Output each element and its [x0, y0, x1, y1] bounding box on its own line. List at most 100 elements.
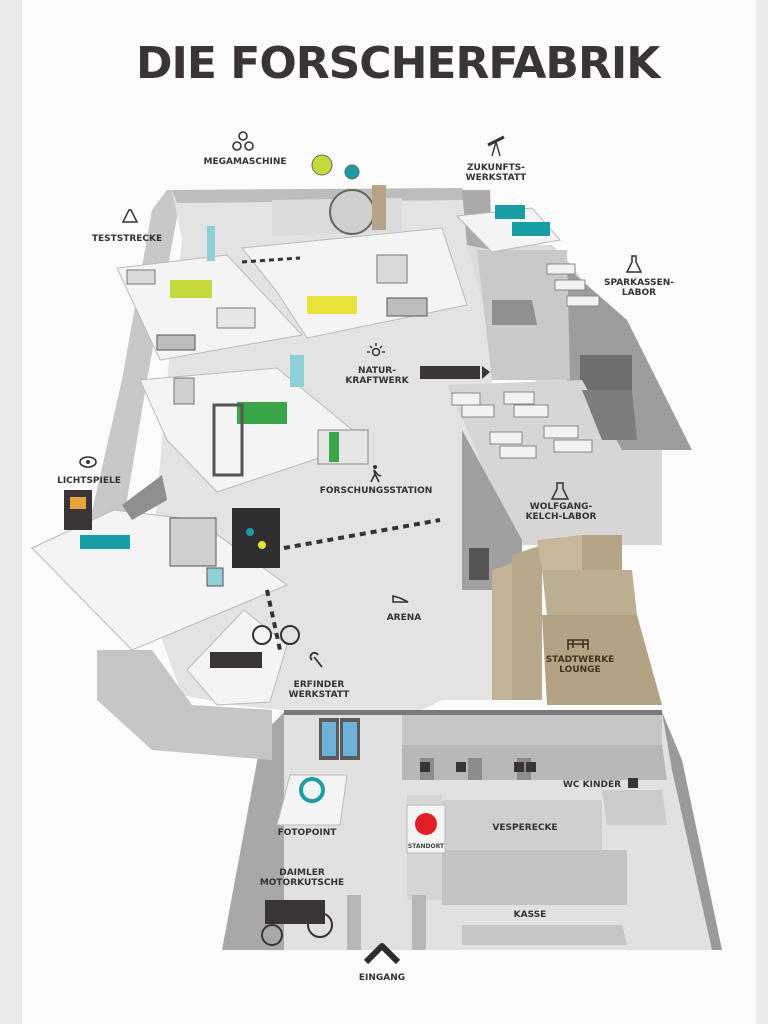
teststrecke-case: [216, 307, 256, 329]
teststrecke-table: [170, 280, 212, 298]
kelch-table-3: [503, 391, 535, 405]
label-sparkassenlabor: SPARKASSEN- LABOR: [603, 278, 675, 298]
label-fotopoint: FOTOPOINT: [277, 828, 337, 838]
sparkassen-table-3: [566, 295, 600, 307]
door-2: [468, 758, 482, 780]
gears-icon: [232, 131, 254, 151]
label-lichtspiele: LICHTSPIELE: [57, 476, 121, 486]
lichtspiele-stairs: [122, 475, 167, 520]
label-teststrecke: TESTSTRECKE: [91, 234, 163, 244]
kelch-table-6: [499, 445, 537, 459]
vesper-top: [442, 800, 602, 850]
page-title: DIE FORSCHERFABRIK: [136, 38, 660, 89]
megamaschine-table: [307, 296, 357, 314]
glass-door-2-pane: [343, 722, 357, 756]
floor-plan-map: [31, 131, 722, 965]
kelch-table-7: [543, 425, 579, 439]
directions-strip: [420, 366, 480, 379]
naturkraftwerk-tube: [290, 355, 304, 387]
flask-icon: [625, 255, 643, 273]
label-zukunftswerkstatt: ZUKUNFTS- WERKSTATT: [465, 163, 527, 183]
label-kelchlabor: WOLFGANG- KELCH-LABOR: [525, 502, 597, 522]
wc-block: [602, 790, 667, 825]
zukunfts-table-2: [512, 222, 550, 236]
lichtspiele-table: [80, 535, 130, 549]
zukunfts-table-1: [495, 205, 525, 219]
kelch-table-4: [513, 404, 549, 418]
lounge-mid: [542, 570, 637, 615]
hazard-stripe-1: [241, 256, 301, 264]
sun-icon: [367, 343, 385, 357]
megamaschine-gear-1: [311, 154, 333, 176]
erfinder-wheel-1: [252, 625, 272, 645]
motorkutsche-body: [265, 900, 325, 924]
wc-sign-1: [420, 762, 430, 772]
naturkraftwerk-panel: [317, 429, 369, 465]
beaker-icon: [550, 482, 570, 500]
arrow-right-icon: [628, 778, 638, 788]
shoe-icon: [392, 594, 409, 603]
label-forschungsstation: FORSCHUNGSSTATION: [319, 486, 433, 496]
lichtspiele-monitor: [206, 567, 224, 587]
vesper-front: [442, 850, 627, 905]
road-icon: [121, 209, 139, 223]
sparkassen-table-2: [554, 279, 586, 291]
lichtspiele-dot-2: [258, 541, 266, 549]
eye-icon: [79, 456, 97, 468]
megamaschine-gear-2: [344, 164, 360, 180]
motorkutsche-wheel-2: [307, 912, 333, 938]
directions-arrow: [482, 366, 490, 379]
kasse-counter: [462, 925, 627, 945]
lower-right-wall: [662, 712, 722, 950]
lounge-main: [542, 615, 662, 705]
kelch-table-8: [553, 439, 593, 453]
label-vesperecke: VESPERECKE: [492, 823, 558, 833]
label-standort: STANDORT: [407, 843, 445, 850]
eingang-chevron-icon: [363, 943, 401, 965]
wc-sign-4: [526, 762, 536, 772]
erfinder-wheel-2: [280, 625, 300, 645]
label-megamaschine: MEGAMASCHINE: [203, 157, 287, 167]
standort-marker: [415, 813, 437, 835]
megamaschine-wheel: [329, 189, 375, 235]
runner-icon: [370, 465, 382, 483]
label-naturkraftwerk: NATUR- KRAFTWERK: [345, 366, 409, 386]
motorkutsche-wheel-1: [261, 924, 283, 946]
pillar-2: [412, 895, 426, 950]
lichtspiele-projector-box: [64, 490, 92, 530]
lichtspiele-projector-screen: [70, 497, 86, 509]
stairs-upper: [492, 300, 537, 325]
lichtspiele-dot-1: [246, 528, 254, 536]
label-eingang: EINGANG: [358, 973, 406, 983]
label-arena: ARENA: [386, 613, 422, 623]
lichtspiele-board: [232, 508, 280, 568]
wrench-icon: [309, 651, 323, 668]
pillar-1: [347, 895, 361, 950]
wc-sign-3: [514, 762, 524, 772]
outer-wall-lower: [97, 650, 272, 760]
naturkraftwerk-panel-stripe: [329, 432, 339, 462]
naturkraftwerk-tower: [212, 403, 244, 477]
fotopoint-gear: [299, 777, 325, 803]
wc-wall: [402, 715, 662, 745]
lower-top-wall: [284, 710, 662, 715]
teststrecke-column: [207, 226, 215, 261]
naturkraftwerk-table: [237, 402, 287, 424]
megamaschine-tower: [372, 185, 386, 230]
label-kasse: KASSE: [513, 910, 547, 920]
label-stadtwerke-lounge: STADTWERKE LOUNGE: [545, 655, 615, 675]
megamaschine-bench: [386, 297, 428, 317]
kelch-table-5: [489, 431, 523, 445]
sparkassen-stairs: [582, 390, 637, 440]
wc-sign-2: [456, 762, 466, 772]
lounge-steps-2: [512, 545, 542, 700]
kelch-table-1: [451, 392, 481, 406]
label-wc-kinder: WC KINDER: [562, 780, 622, 790]
teststrecke-bench: [126, 269, 156, 285]
glass-door-1-pane: [322, 722, 336, 756]
label-erfinderwerkstatt: ERFINDER WERKSTATT: [288, 680, 350, 700]
telescope-icon: [487, 135, 505, 157]
stadtwerke-logo-icon: [567, 639, 589, 650]
teststrecke-platform: [116, 254, 303, 361]
lower-left-wall: [222, 712, 284, 950]
